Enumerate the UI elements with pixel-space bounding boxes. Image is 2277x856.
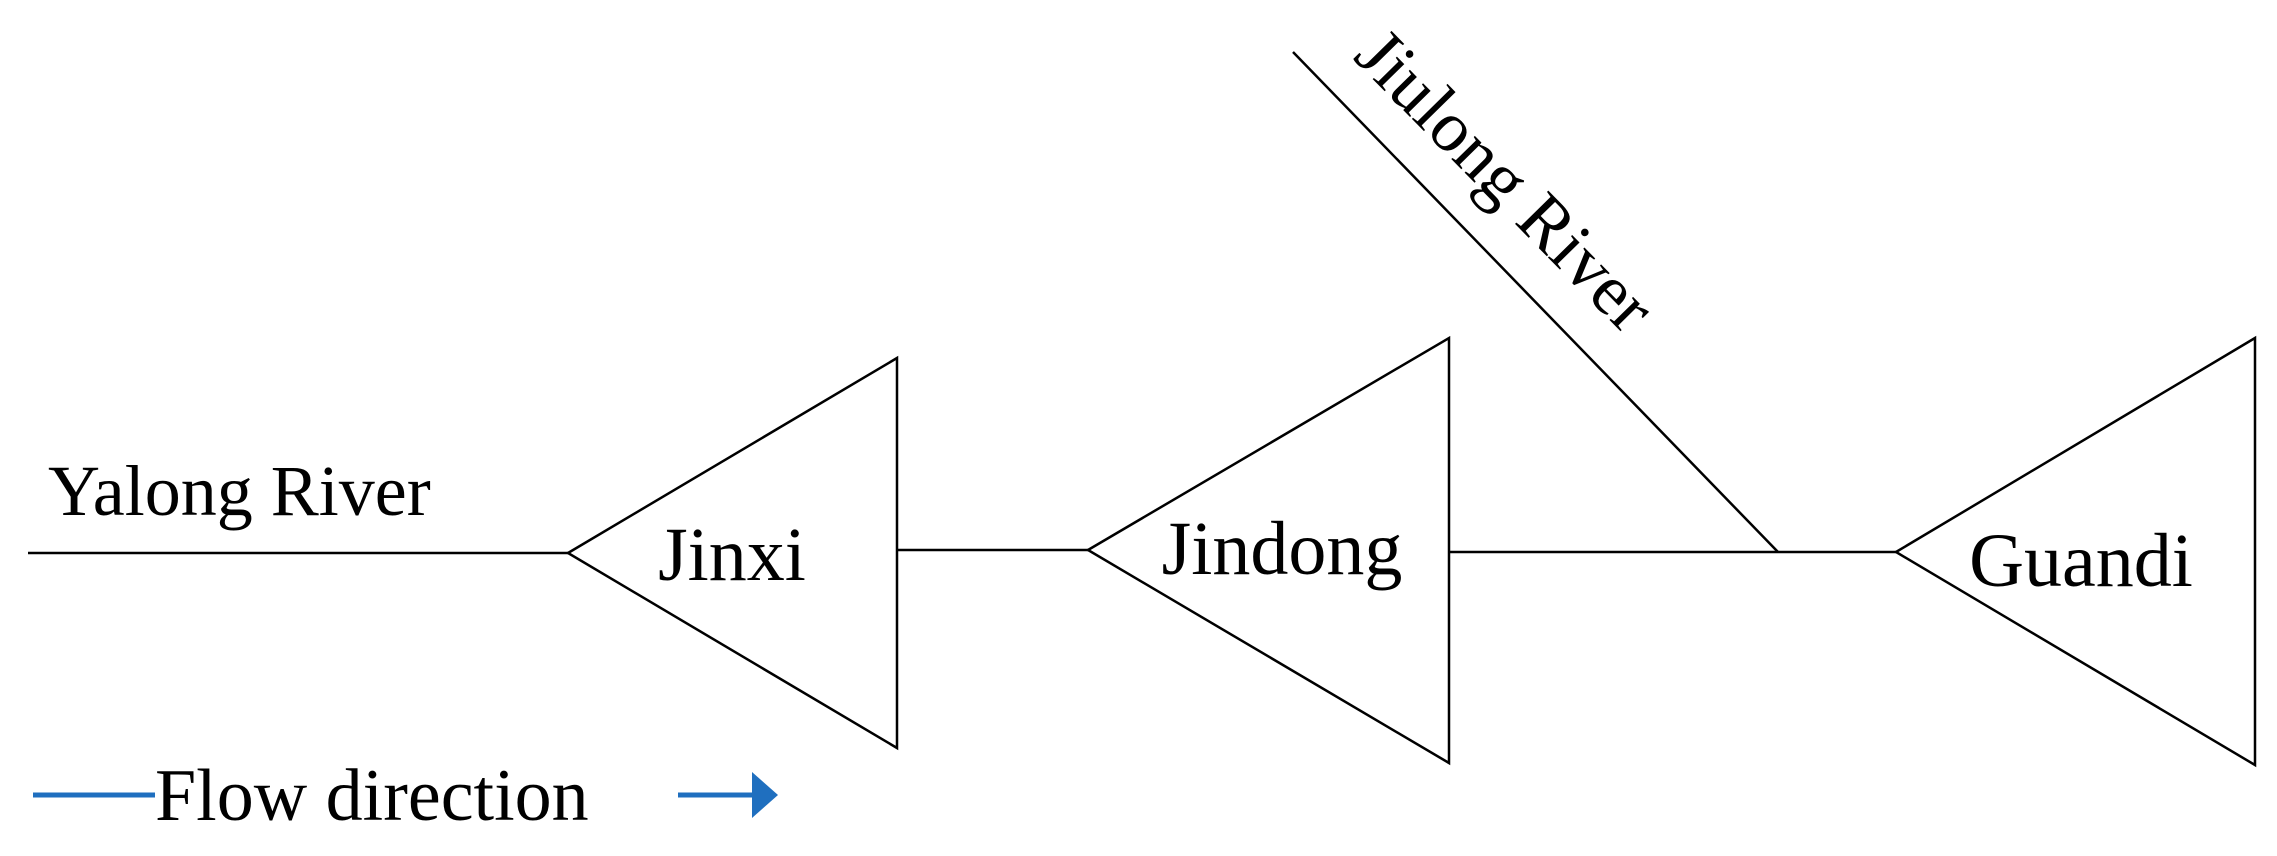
jindong-station-label: Jindong	[1162, 507, 1403, 591]
guandi-station-triangle	[1893, 335, 2257, 768]
yalong-river-label: Yalong River	[48, 451, 431, 531]
jindong-station-triangle	[1085, 335, 1451, 766]
jiulong-river-label: Jiulong River	[1341, 13, 1671, 347]
guandi-station-label: Guandi	[1969, 519, 2193, 603]
jinxi-station-triangle	[565, 355, 899, 751]
flow-direction-arrow-icon	[752, 772, 778, 818]
jinxi-station-label: Jinxi	[658, 513, 806, 597]
flow-direction-label: Flow direction	[155, 755, 589, 837]
jiulong-river-line	[1292, 51, 1779, 553]
